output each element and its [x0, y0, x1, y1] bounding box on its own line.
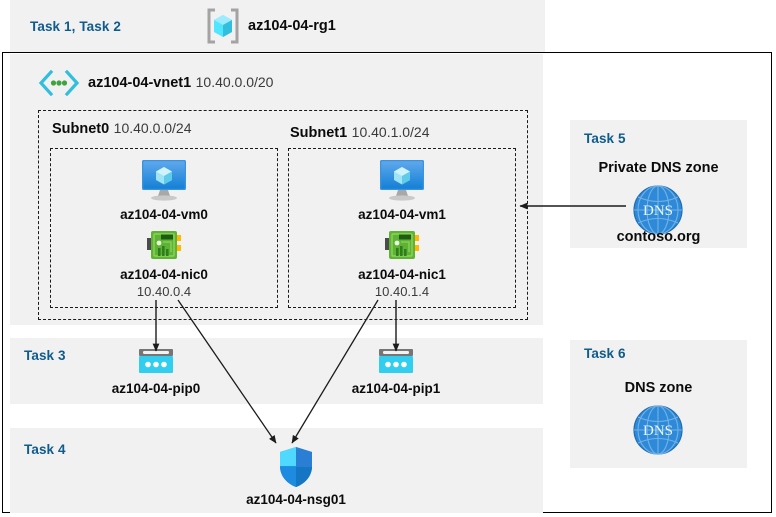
public-ip-panel — [10, 338, 543, 404]
vnet-name: az104-04-vnet1 — [88, 75, 192, 91]
vnet-title: az104-04-vnet1 10.40.0.0/20 — [88, 74, 273, 92]
vm0-node: az104-04-vm0 az104-04-nic0 10.40.0.4 — [50, 158, 278, 299]
public-dns-title: DNS zone — [624, 380, 693, 396]
subnet1-name: Subnet1 — [290, 125, 348, 141]
subnet0-name: Subnet0 — [52, 121, 110, 137]
public-ip-address-icon — [377, 348, 415, 376]
private-dns-title: Private DNS zone — [598, 160, 719, 176]
subnet0-prefix: 10.40.0.0/24 — [113, 120, 192, 136]
nsg-node: az104-04-nsg01 — [226, 446, 366, 507]
task-label-4: Task 4 — [24, 442, 66, 457]
pip0-node: az104-04-pip0 — [106, 348, 206, 396]
resource-group-icon — [203, 6, 243, 46]
virtual-network-icon — [38, 69, 80, 97]
dns-zone-icon: DNS — [631, 403, 685, 457]
nic0-label: az104-04-nic0 — [120, 267, 208, 282]
vm1-label: az104-04-vm1 — [358, 207, 446, 222]
task-label-1-2: Task 1, Task 2 — [30, 19, 121, 34]
pip0-label: az104-04-pip0 — [111, 381, 201, 396]
resource-group-band — [10, 0, 545, 52]
vm0-container — [50, 148, 278, 308]
vm1-node: az104-04-vm1 az104-04-nic1 10.40.1.4 — [288, 158, 516, 299]
dns-icon-text: DNS — [643, 423, 673, 439]
vm1-container — [288, 148, 516, 308]
pip1-node: az104-04-pip1 — [346, 348, 446, 396]
subnets-container — [38, 110, 528, 320]
nic1-label: az104-04-nic1 — [358, 267, 446, 282]
public-ip-address-icon — [137, 348, 175, 376]
network-security-group-icon — [278, 446, 314, 488]
pip1-label: az104-04-pip1 — [351, 381, 441, 396]
nic0-ip: 10.40.0.4 — [136, 284, 192, 299]
resource-group-name: az104-04-rg1 — [248, 18, 336, 34]
network-interface-icon — [384, 228, 420, 264]
dns-zone-icon: DNS — [631, 183, 685, 237]
nic1-ip: 10.40.1.4 — [374, 284, 430, 299]
vnet-panel — [10, 54, 543, 325]
subnet1-title: Subnet1 10.40.1.0/24 — [290, 124, 430, 142]
vnet-address-space: 10.40.0.0/20 — [195, 74, 274, 90]
private-dns-zone-name: contoso.org — [616, 229, 701, 245]
dns-icon-text: DNS — [643, 203, 673, 219]
vm0-label: az104-04-vm0 — [120, 207, 208, 222]
task-label-6: Task 6 — [584, 346, 626, 361]
task-label-3: Task 3 — [24, 348, 66, 363]
task-label-5: Task 5 — [584, 131, 626, 146]
subnet0-title: Subnet0 10.40.0.0/24 — [52, 120, 192, 138]
virtual-machine-icon — [138, 158, 190, 204]
virtual-machine-icon — [376, 158, 428, 204]
network-interface-icon — [146, 228, 182, 264]
subnet1-prefix: 10.40.1.0/24 — [351, 124, 430, 140]
nsg-label: az104-04-nsg01 — [246, 492, 346, 507]
